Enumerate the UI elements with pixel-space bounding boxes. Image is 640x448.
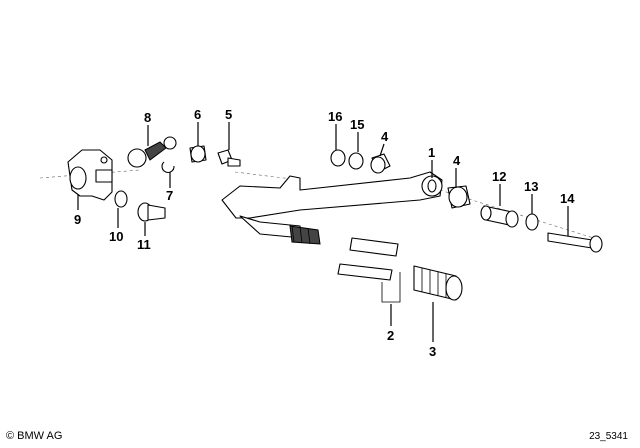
washer-part-13[interactable] <box>525 213 539 231</box>
callout-11: 11 <box>137 237 151 252</box>
copyright-brand: © BMW AG <box>6 430 63 442</box>
callout-15: 15 <box>350 117 364 132</box>
drawing-number: 23_5341 <box>589 431 628 442</box>
bushing-part-4-upper[interactable] <box>370 153 391 174</box>
sleeve-part-12[interactable] <box>480 205 519 228</box>
assembly-guide-line <box>439 189 601 241</box>
callout-6: 6 <box>194 107 201 122</box>
ball-joint-part-8[interactable] <box>127 136 177 168</box>
callout-10: 10 <box>109 229 123 244</box>
circlip-part-7[interactable] <box>161 161 175 173</box>
shift-lever-part-1[interactable] <box>221 171 443 245</box>
callout-2: 2 <box>387 328 394 343</box>
screw-part-11[interactable] <box>137 202 166 222</box>
callout-4-upper: 4 <box>381 129 389 144</box>
callout-12: 12 <box>492 169 506 184</box>
washer-part-15[interactable] <box>348 152 364 170</box>
callout-4-right: 4 <box>453 153 461 168</box>
callout-9: 9 <box>74 212 81 227</box>
callout-5: 5 <box>225 107 232 122</box>
bolt-part-14[interactable] <box>547 232 603 253</box>
bushing-part-4-right[interactable] <box>447 185 471 209</box>
footrest-rubber-part-3[interactable] <box>413 265 463 301</box>
callout-3: 3 <box>429 344 436 359</box>
washer-part-10[interactable] <box>114 190 128 208</box>
bolt-part-5[interactable] <box>217 149 241 167</box>
leader-line-4a <box>379 143 385 157</box>
bushing-part-6[interactable] <box>189 145 207 163</box>
rubber-sleeve-part-2[interactable] <box>337 237 401 303</box>
bracket-part-9[interactable] <box>67 149 113 201</box>
callout-7: 7 <box>166 188 173 203</box>
callout-8: 8 <box>144 110 151 125</box>
callout-13: 13 <box>524 179 538 194</box>
callout-14: 14 <box>560 191 575 206</box>
callout-1: 1 <box>428 145 435 160</box>
o-ring-part-16[interactable] <box>330 149 346 167</box>
callout-16: 16 <box>328 109 342 124</box>
